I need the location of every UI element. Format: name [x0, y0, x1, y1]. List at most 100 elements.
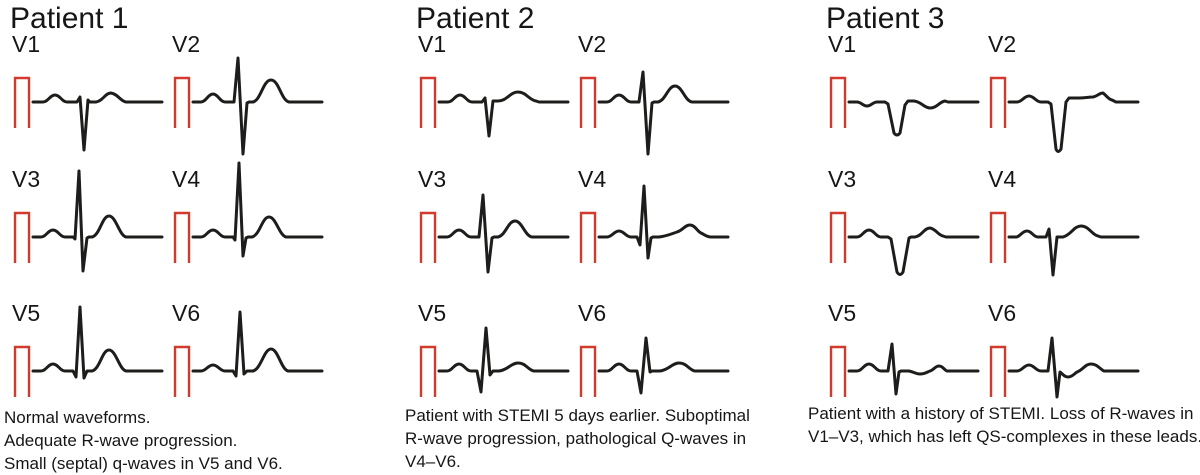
calibration-pulse [989, 211, 1007, 263]
patient-panel-1: Patient 1 V1 V2 V3 V4 V5 [10, 0, 410, 475]
patient-1-leads: V1 V2 V3 V4 V5 V6 [10, 0, 410, 400]
calibration-pulse [829, 211, 847, 263]
patient-3-caption: Patient with a history of STEMI. Loss of… [808, 404, 1200, 446]
ecg-waveform [419, 193, 570, 274]
lead-label: V3 [418, 166, 447, 192]
ecg-waveform [419, 326, 570, 397]
lead-label: V2 [578, 31, 607, 57]
ecg-lead-cell-v6: V6 [170, 293, 330, 443]
calibration-pulse [989, 345, 1007, 397]
ecg-lead-cell-v2: V2 [986, 24, 1146, 174]
ecg-waveform [13, 76, 164, 152]
calibration-pulse [173, 76, 191, 128]
patient-1-title: Patient 1 [10, 2, 129, 35]
calibration-pulse [419, 76, 437, 128]
lead-label: V2 [172, 31, 201, 57]
lead-label: V6 [988, 300, 1017, 326]
calibration-pulse [173, 211, 191, 263]
lead-label: V1 [828, 31, 857, 57]
calibration-pulse [829, 76, 847, 128]
calibration-pulse [579, 211, 597, 263]
patient-1-caption: Normal waveforms. Adequate R-wave progre… [4, 408, 283, 473]
ecg-waveform [989, 76, 1140, 153]
ecg-lead-cell-v5: V5 [826, 293, 986, 443]
calibration-pulse [989, 76, 1007, 128]
ecg-lead-cell-v6: V6 [986, 293, 1146, 443]
ecg-trace [1007, 91, 1140, 153]
ecg-waveform [579, 70, 730, 156]
calibration-pulse [579, 345, 597, 397]
ecg-waveform [13, 305, 164, 397]
calibration-pulse [419, 345, 437, 397]
calibration-pulse [173, 345, 191, 397]
ecg-lead-cell-v4: V4 [170, 159, 330, 309]
ecg-trace [437, 193, 570, 274]
lead-label: V2 [988, 31, 1017, 57]
lead-label: V4 [578, 166, 607, 192]
ecg-waveform [173, 310, 324, 397]
lead-label: V1 [12, 31, 41, 57]
ecg-trace [191, 310, 324, 378]
lead-label: V3 [828, 166, 857, 192]
ecg-waveform [13, 169, 164, 273]
ecg-trace [31, 305, 164, 380]
ecg-lead-cell-v4: V4 [576, 159, 736, 309]
lead-label: V6 [172, 300, 201, 326]
patient-panel-2: Patient 2 V1 V2 V3 V4 V5 [416, 0, 816, 475]
lead-label: V1 [418, 31, 447, 57]
ecg-lead-cell-v2: V2 [576, 24, 736, 174]
ecg-trace [437, 90, 570, 138]
calibration-pulse [13, 76, 31, 128]
patient-3-title: Patient 3 [826, 2, 945, 35]
ecg-waveform [829, 211, 980, 276]
patient-2-caption: Patient with STEMI 5 days earlier. Subop… [405, 406, 750, 471]
lead-label: V5 [418, 300, 447, 326]
lead-label: V4 [988, 166, 1017, 192]
ecg-trace [31, 169, 164, 273]
ecg-waveform [989, 211, 1140, 277]
ecg-trace [437, 326, 570, 394]
ecg-lead-cell-v5: V5 [416, 293, 576, 443]
ecg-lead-cell-v1: V1 [10, 24, 170, 174]
ecg-trace [597, 336, 730, 395]
ecg-trace [847, 226, 980, 276]
calibration-pulse [829, 345, 847, 397]
ecg-waveform [579, 336, 730, 397]
patient-2-title: Patient 2 [416, 2, 535, 35]
lead-label: V5 [12, 300, 41, 326]
ecg-trace [597, 70, 730, 156]
patient-panel-3: Patient 3 V1 V2 V3 V4 V5 [826, 0, 1200, 475]
ecg-trace [847, 99, 980, 137]
ecg-trace [847, 342, 980, 396]
lead-label: V6 [578, 300, 607, 326]
patient-2-leads: V1 V2 V3 V4 V5 V6 [416, 0, 816, 400]
ecg-lead-cell-v3: V3 [826, 159, 986, 309]
ecg-waveform [173, 161, 324, 263]
calibration-pulse [13, 345, 31, 397]
calibration-pulse [579, 76, 597, 128]
ecg-trace [31, 91, 164, 152]
ecg-waveform [989, 336, 1140, 399]
ecg-lead-cell-v2: V2 [170, 24, 330, 174]
lead-label: V4 [172, 166, 201, 192]
ecg-trace [597, 184, 730, 260]
ecg-waveform [173, 56, 324, 156]
ecg-trace [191, 56, 324, 156]
ecg-lead-cell-v3: V3 [10, 159, 170, 309]
ecg-lead-cell-v1: V1 [416, 24, 576, 174]
lead-label: V3 [12, 166, 41, 192]
ecg-trace [191, 161, 324, 258]
ecg-trace [1007, 336, 1140, 399]
ecg-waveform [829, 76, 980, 137]
calibration-pulse [419, 211, 437, 263]
lead-label: V5 [828, 300, 857, 326]
ecg-lead-cell-v1: V1 [826, 24, 986, 174]
calibration-pulse [13, 211, 31, 263]
ecg-waveform [829, 342, 980, 397]
patient-3-leads: V1 V2 V3 V4 V5 V6 [826, 0, 1200, 400]
ecg-lead-cell-v3: V3 [416, 159, 576, 309]
ecg-trace [1007, 224, 1140, 277]
ecg-lead-cell-v5: V5 [10, 293, 170, 443]
ecg-waveform [579, 184, 730, 263]
